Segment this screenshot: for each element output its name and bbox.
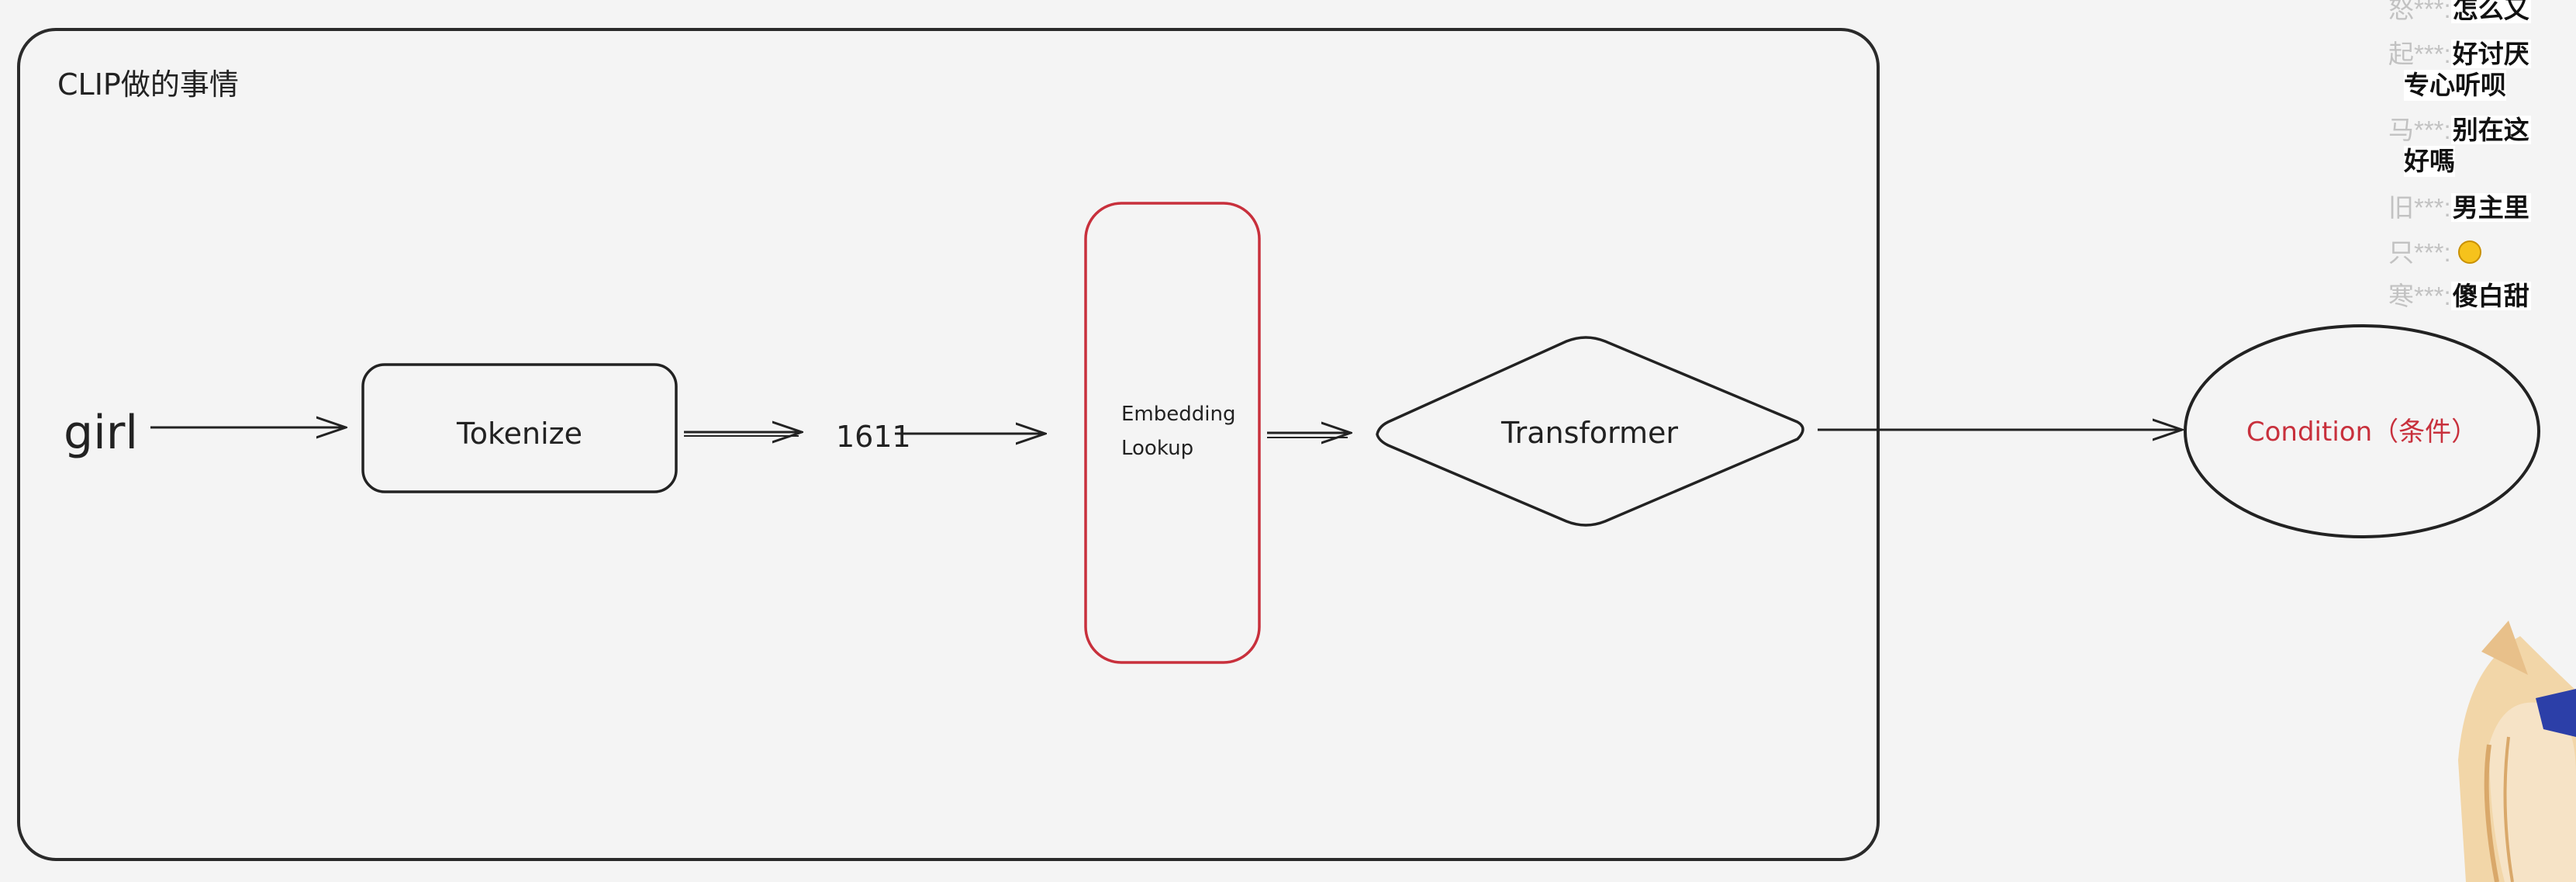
condition-label: Condition（条件） xyxy=(2246,417,2478,448)
danmaku-text-wrapped: 专心听呗 xyxy=(2404,70,2506,101)
danmaku-text-wrapped: 好嗎 xyxy=(2404,146,2455,177)
embedding-label-line1: Embedding xyxy=(1121,403,1235,426)
arrow-embedding-to-transformer xyxy=(1267,433,1351,438)
danmaku-chat-overlay: 怒***:怎么又 起***:好讨厌 专心听呗 马***:别在这 好嗎 旧***:… xyxy=(2388,0,2576,341)
danmaku-text: 好讨厌 xyxy=(2450,40,2531,68)
danmaku-text: 别在这 xyxy=(2450,116,2531,144)
danmaku-text: 男主里 xyxy=(2450,193,2531,222)
tokenize-box xyxy=(361,363,678,493)
danmaku-user: 寒***: xyxy=(2388,282,2451,310)
smile-emoji-icon xyxy=(2457,240,2481,265)
danmaku-message: 旧***:男主里 xyxy=(2388,192,2531,223)
danmaku-user: 只***: xyxy=(2388,238,2451,267)
embedding-lookup-box xyxy=(1084,202,1261,664)
danmaku-user: 怒***: xyxy=(2388,0,2451,23)
token-id: 1611 xyxy=(836,420,911,454)
condition-ellipse xyxy=(2184,324,2540,538)
streamer-avatar xyxy=(2458,621,2576,882)
danmaku-message: 怒***:怎么又 xyxy=(2388,0,2531,25)
tokenize-label: Tokenize xyxy=(456,417,582,451)
diagram-frame xyxy=(17,28,1880,861)
danmaku-text: 傻白甜 xyxy=(2450,282,2531,310)
danmaku-user: 马***: xyxy=(2388,116,2451,144)
embedding-label-line2: Lookup xyxy=(1121,437,1193,460)
danmaku-message: 马***:别在这 xyxy=(2388,115,2531,146)
danmaku-message: 寒***:傻白甜 xyxy=(2388,281,2531,312)
transformer-label: Transformer xyxy=(1500,416,1678,450)
danmaku-message: 起***:好讨厌 xyxy=(2388,39,2531,70)
danmaku-message: 只***: xyxy=(2388,237,2481,268)
transformer-diamond xyxy=(1376,336,1804,527)
diagram-title: CLIP做的事情 xyxy=(57,67,239,102)
danmaku-user: 起***: xyxy=(2388,40,2451,68)
danmaku-text: 怎么又 xyxy=(2450,0,2531,23)
input-word: girl xyxy=(64,406,138,460)
danmaku-user: 旧***: xyxy=(2388,193,2451,222)
arrow-tokenize-to-token-id xyxy=(684,432,802,436)
